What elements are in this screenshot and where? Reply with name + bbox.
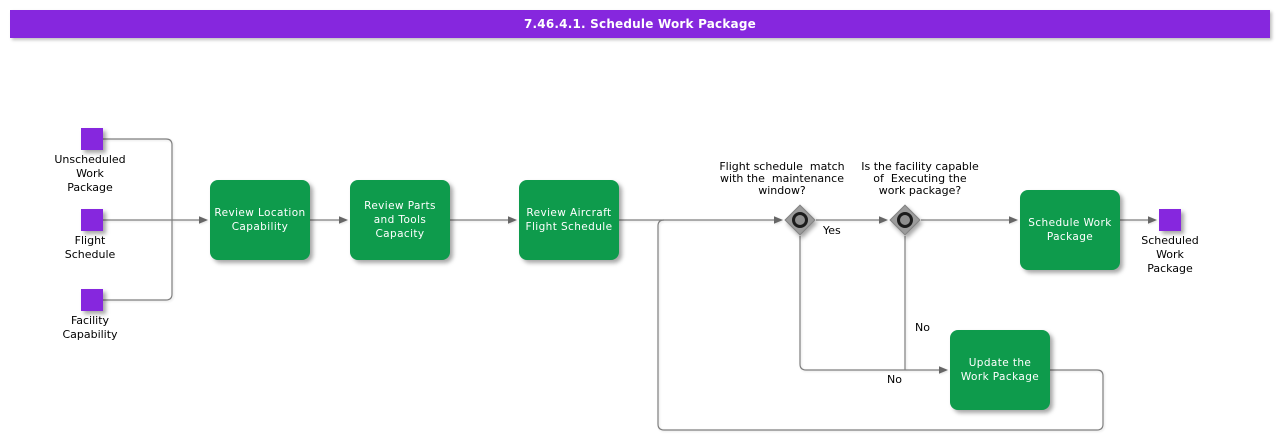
arrowhead-into-scheduled-output bbox=[1148, 216, 1157, 224]
edge-label-no-flight-schedule: No bbox=[887, 373, 902, 386]
event-label-unscheduled-work-package: Unscheduled Work Package bbox=[54, 153, 126, 194]
event-facility-capability[interactable] bbox=[81, 289, 103, 311]
event-label-flight-schedule: Flight Schedule bbox=[64, 234, 116, 261]
wire-update-feedback-loop bbox=[657, 219, 1104, 431]
event-unscheduled-work-package[interactable] bbox=[81, 128, 103, 150]
title-bar: 7.46.4.1. Schedule Work Package bbox=[10, 10, 1270, 38]
arrowhead-into-gateway2 bbox=[879, 216, 888, 224]
task-schedule-work-package[interactable]: Schedule Work Package bbox=[1020, 190, 1120, 270]
event-label-facility-capability: Facility Capability bbox=[62, 314, 118, 341]
gateway-question-flight-schedule: Flight schedule match with the maintenan… bbox=[719, 160, 845, 197]
edge-label-yes: Yes bbox=[823, 224, 841, 237]
task-label: Review Location Capability bbox=[214, 207, 306, 233]
task-review-location-capability[interactable]: Review Location Capability bbox=[210, 180, 310, 260]
arrowhead-into-gateway1 bbox=[774, 216, 783, 224]
gateway-facility-capable[interactable] bbox=[889, 204, 921, 236]
arrowhead-into-review-parts bbox=[339, 216, 348, 224]
wire-gateway1-no bbox=[799, 236, 940, 371]
task-label: Review Parts and Tools Capacity bbox=[364, 200, 436, 240]
gateway-flight-schedule-match[interactable] bbox=[784, 204, 816, 236]
arrowhead-into-review-location bbox=[199, 216, 208, 224]
arrowhead-into-review-aircraft bbox=[508, 216, 517, 224]
event-label-scheduled-work-package: Scheduled Work Package bbox=[1141, 234, 1199, 275]
page-title: 7.46.4.1. Schedule Work Package bbox=[524, 17, 756, 31]
task-review-parts-and-tools-capacity[interactable]: Review Parts and Tools Capacity bbox=[350, 180, 450, 260]
gateway-circle-icon bbox=[897, 212, 913, 228]
arrowhead-into-update-work-package bbox=[939, 366, 948, 374]
task-update-the-work-package[interactable]: Update the Work Package bbox=[950, 330, 1050, 410]
task-review-aircraft-flight-schedule[interactable]: Review Aircraft Flight Schedule bbox=[519, 180, 619, 260]
arrowhead-into-schedule-work-package bbox=[1009, 216, 1018, 224]
gateway-question-facility-capable: Is the facility capable of Executing the… bbox=[861, 160, 979, 197]
gateway-circle-icon bbox=[792, 212, 808, 228]
task-label: Schedule Work Package bbox=[1028, 217, 1112, 243]
edge-label-no-facility: No bbox=[915, 321, 930, 334]
event-scheduled-work-package[interactable] bbox=[1159, 209, 1181, 231]
event-flight-schedule[interactable] bbox=[81, 209, 103, 231]
task-label: Update the Work Package bbox=[960, 357, 1040, 383]
task-label: Review Aircraft Flight Schedule bbox=[525, 207, 613, 233]
